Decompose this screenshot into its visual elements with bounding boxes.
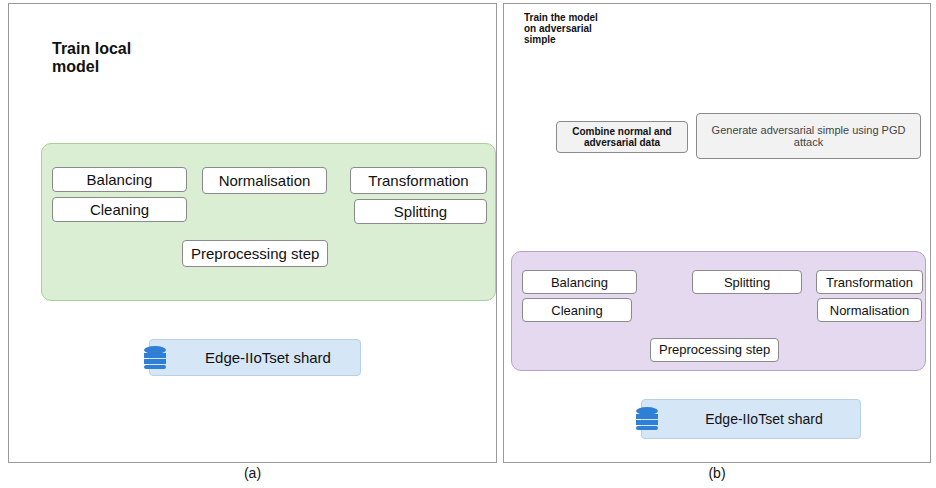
process-box: Transformation — [816, 270, 923, 294]
box-text: Balancing — [87, 171, 153, 188]
box-text: Splitting — [394, 203, 447, 220]
process-box: Normalisation — [817, 298, 922, 322]
box-text: Edge-IIoTset shard — [205, 349, 331, 366]
process-box: Balancing — [52, 167, 187, 192]
panel: (b)Combine normal and adversarial dataGe… — [503, 3, 931, 463]
preprocessing-band: Preprocessing step Balancing Splitting Tran… — [511, 251, 926, 371]
panel-label: Train local model — [52, 40, 164, 76]
box-text: Cleaning — [551, 303, 602, 318]
band-heading: Preprocessing step — [182, 240, 328, 267]
box-text: Balancing — [551, 275, 608, 290]
box-text: Combine normal and adversarial data — [561, 126, 683, 148]
process-box: Splitting — [692, 270, 802, 294]
panel-caption: (b) — [504, 465, 930, 481]
dataset-box: Edge-IIoTset shard — [641, 399, 861, 439]
process-box: Balancing — [522, 270, 637, 294]
box-text: Transformation — [368, 172, 468, 189]
process-box: Cleaning — [52, 197, 187, 222]
dataset-box: Edge-IIoTset shard — [149, 339, 361, 376]
box-text: Cleaning — [90, 201, 149, 218]
box-text: Splitting — [724, 275, 770, 290]
box-text: Edge-IIoTset shard — [705, 411, 823, 427]
process-box: Transformation — [350, 167, 487, 194]
process-box: Combine normal and adversarial data — [556, 121, 688, 153]
process-box: Normalisation — [202, 167, 327, 194]
database-icon — [634, 406, 660, 432]
process-box: Cleaning — [522, 298, 632, 322]
preprocessing-band: Preprocessing step Balancing Normalisation… — [41, 143, 496, 301]
box-text: Normalisation — [219, 172, 311, 189]
database-icon — [142, 345, 168, 371]
process-box: Splitting — [354, 199, 487, 224]
band-heading: Preprocessing step — [650, 338, 779, 362]
box-text: Generate adversarial simple using PGD at… — [701, 124, 916, 148]
box-text: Transformation — [826, 275, 913, 290]
panel-label: Train the model on adversarial simple — [524, 12, 608, 45]
panel-caption: (a) — [9, 465, 496, 481]
process-box: Generate adversarial simple using PGD at… — [696, 113, 921, 159]
box-text: Normalisation — [830, 303, 909, 318]
